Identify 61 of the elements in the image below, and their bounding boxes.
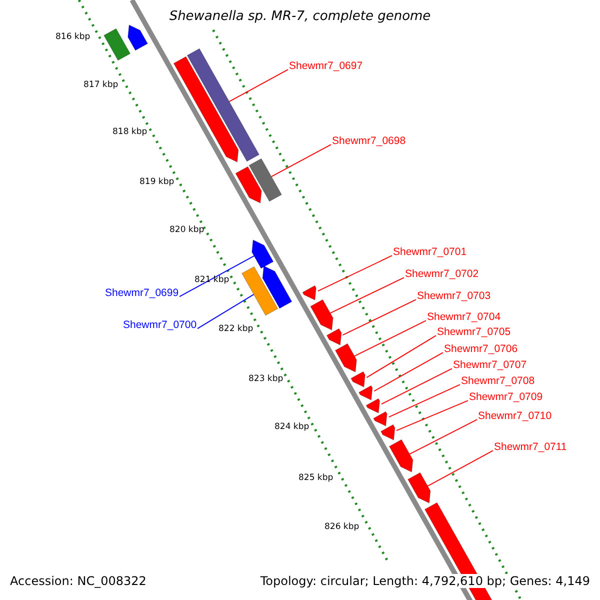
gene-feature [310,299,334,330]
gene-feature [235,158,282,204]
gene-feature [252,240,274,269]
gene-feature [373,411,388,426]
leader-line [197,294,254,330]
leader-line [374,352,444,392]
gene-label: Shewmr7_0707 [453,359,527,372]
leader-line [317,255,392,292]
gene-feature [408,472,431,504]
gene-feature [173,48,260,162]
gene-feature [104,28,131,61]
leader-line [409,419,478,455]
gene-label: Shewmr7_0711 [494,441,567,454]
gene-feature [302,285,316,300]
gene-feature [128,24,148,51]
title: Shewanella sp. MR-7, complete genome [168,9,432,25]
gene-feature [358,385,373,400]
scale-label: 820 kbp [170,225,204,236]
scale-label: 816 kbp [56,32,90,42]
gene-label: Shewmr7_0698 [332,135,406,148]
leader-line [427,450,494,487]
scale-label: 817 kbp [84,80,118,90]
leader-line [330,277,404,314]
scale-label: 823 kbp [248,374,284,384]
accession-text: Accession: NC_008322 [10,574,146,588]
gene-label: Shewmr7_0700 [123,319,197,332]
genome-info-text: Topology: circular; Length: 4,792,610 bp; Genes: 4,149 [260,574,590,588]
scale-label: 826 kbp [324,522,360,532]
scale-label: 825 kbp [298,473,334,484]
gene-label: Shewmr7_0709 [469,391,543,404]
leader-line [342,299,416,336]
gene-label: Shewmr7_0699 [105,287,179,300]
leader-line [228,69,288,102]
gene-label: Shewmr7_0703 [417,290,491,303]
leader-line [396,400,468,432]
leader-line [381,368,452,405]
scale-label: 822 kbp [218,324,254,334]
scale-label: 818 kbp [112,127,148,138]
leader-line [179,255,255,298]
leader-line [388,384,460,418]
gene-label: Shewmr7_0702 [405,268,479,281]
gene-feature [326,328,342,346]
scale-label: 824 kbp [274,422,310,432]
gene-feature [380,424,396,440]
gene-feature [350,371,366,388]
gene-label: Shewmr7_0705 [437,326,511,339]
gene-feature [366,398,380,414]
gene-label: Shewmr7_0701 [393,246,467,259]
scale-label: 819 kbp [140,177,174,188]
leader-line [366,335,436,378]
gene-label: Shewmr7_0708 [461,375,535,388]
gene-label: Shewmr7_0704 [427,311,501,324]
leader-line [270,144,332,178]
gene-label: Shewmr7_0710 [478,410,552,423]
gene-feature [388,439,414,472]
gene-feature [242,266,292,316]
leader-line [354,320,426,357]
gene-feature [334,343,357,372]
scale-label: 821 kbp [194,275,230,286]
gene-label: Shewmr7_0706 [444,343,518,356]
gene-label: Shewmr7_0697 [289,60,363,73]
